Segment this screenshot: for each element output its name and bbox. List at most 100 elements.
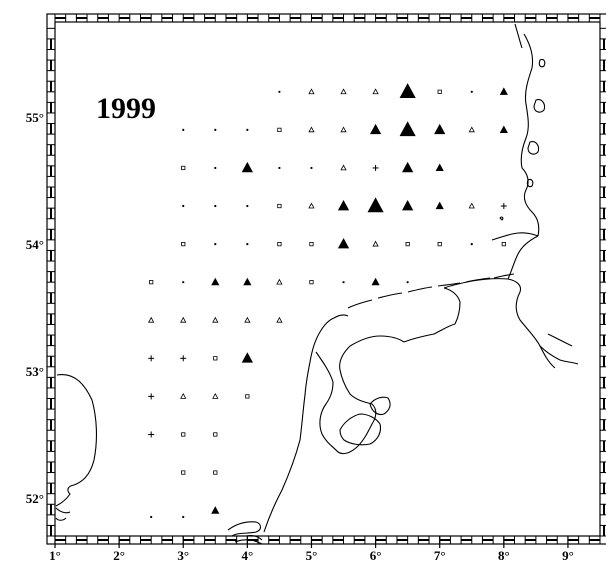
frame-fill xyxy=(375,17,387,19)
station-square xyxy=(149,280,154,285)
station-dot xyxy=(182,515,185,519)
longitude-label: 2° xyxy=(113,548,125,563)
station-dot xyxy=(246,242,249,246)
frame-fill xyxy=(439,539,451,541)
frame-fill xyxy=(50,250,52,262)
station-triangle xyxy=(468,126,475,133)
frame-fill xyxy=(50,208,52,219)
station-dot xyxy=(150,515,153,519)
frame-fill xyxy=(50,144,52,156)
frame-fill xyxy=(589,17,600,19)
station-triangle xyxy=(243,277,252,286)
frame-fill xyxy=(603,250,605,262)
frame-fill xyxy=(603,377,605,388)
frame-fill xyxy=(332,17,344,19)
frame-fill xyxy=(50,60,52,71)
frame-fill xyxy=(183,17,194,19)
station-square xyxy=(437,89,442,94)
station-square xyxy=(181,165,186,171)
station-dot xyxy=(406,281,409,284)
station-triangle xyxy=(212,316,219,323)
frame-fill xyxy=(55,17,66,19)
frame-fill xyxy=(50,292,52,304)
station-triangle xyxy=(399,121,416,137)
frame-fill xyxy=(50,313,52,325)
longitude-label: 3° xyxy=(177,548,189,563)
station-triangle xyxy=(499,87,508,95)
frame-fill xyxy=(140,17,152,19)
station-triangle xyxy=(499,125,508,133)
station-square xyxy=(181,470,186,475)
station-dot xyxy=(182,281,185,284)
frame-fill xyxy=(50,229,52,240)
frame-fill xyxy=(268,17,280,19)
station-dot xyxy=(278,166,281,170)
frame-fill xyxy=(482,17,494,19)
frame-fill xyxy=(396,17,408,19)
frame-fill xyxy=(546,539,558,541)
station-triangle xyxy=(180,392,187,399)
station-triangle xyxy=(434,123,446,135)
station-dot xyxy=(278,90,281,93)
frame-fill xyxy=(603,525,605,536)
frame-fill xyxy=(603,419,605,431)
station-triangle xyxy=(402,199,414,211)
frame-fill xyxy=(50,483,52,494)
station-triangle xyxy=(340,88,347,95)
station-triangle xyxy=(337,238,350,249)
station-square xyxy=(501,241,506,247)
frame-fill xyxy=(290,539,301,541)
station-square xyxy=(213,432,218,437)
frame-fill xyxy=(375,539,387,541)
frame-outer xyxy=(46,13,606,545)
frame-fill xyxy=(603,461,605,473)
frame-fill xyxy=(354,17,365,19)
frame-fill xyxy=(50,504,52,515)
frame-fill xyxy=(354,539,365,541)
station-square xyxy=(277,127,282,132)
frame-fill xyxy=(50,398,52,410)
frame-fill xyxy=(603,356,605,367)
frame-fill xyxy=(603,186,605,198)
coastline xyxy=(55,23,579,545)
station-square xyxy=(405,241,410,247)
station-symbols xyxy=(148,83,508,519)
frame-fill xyxy=(50,525,52,536)
frame-fill xyxy=(603,102,605,113)
frame-fill xyxy=(50,123,52,135)
latitude-label: 52° xyxy=(26,491,44,506)
station-dot xyxy=(310,166,313,170)
frame-fill xyxy=(603,398,605,410)
station-triangle xyxy=(244,316,251,323)
station-triangle xyxy=(372,88,379,95)
frame-fill xyxy=(418,539,430,541)
station-triangle xyxy=(369,123,382,135)
station-triangle xyxy=(276,316,283,323)
frame-fill xyxy=(603,229,605,240)
frame-fill xyxy=(161,539,173,541)
latitude-label: 55° xyxy=(26,110,44,125)
map-frame xyxy=(46,13,606,548)
latitude-label: 54° xyxy=(26,237,44,252)
station-dot xyxy=(182,128,185,131)
station-square xyxy=(277,241,282,247)
station-dot xyxy=(470,242,473,246)
frame-inner xyxy=(54,21,601,537)
frame-fill xyxy=(268,539,280,541)
frame-fill xyxy=(603,504,605,515)
frame-fill xyxy=(50,440,52,452)
station-dot xyxy=(246,128,249,131)
frame-fill xyxy=(589,539,600,541)
frame-fill xyxy=(183,539,194,541)
station-triangle xyxy=(435,201,444,210)
frame-fill xyxy=(50,335,52,346)
frame-fill xyxy=(97,17,109,19)
frame-fill xyxy=(119,17,130,19)
frame-fill xyxy=(461,17,472,19)
frame-fill xyxy=(247,17,259,19)
longitude-label: 7° xyxy=(434,548,446,563)
station-plus xyxy=(180,355,187,362)
frame-fill xyxy=(50,419,52,431)
station-square xyxy=(213,356,218,361)
station-triangle xyxy=(337,199,350,211)
